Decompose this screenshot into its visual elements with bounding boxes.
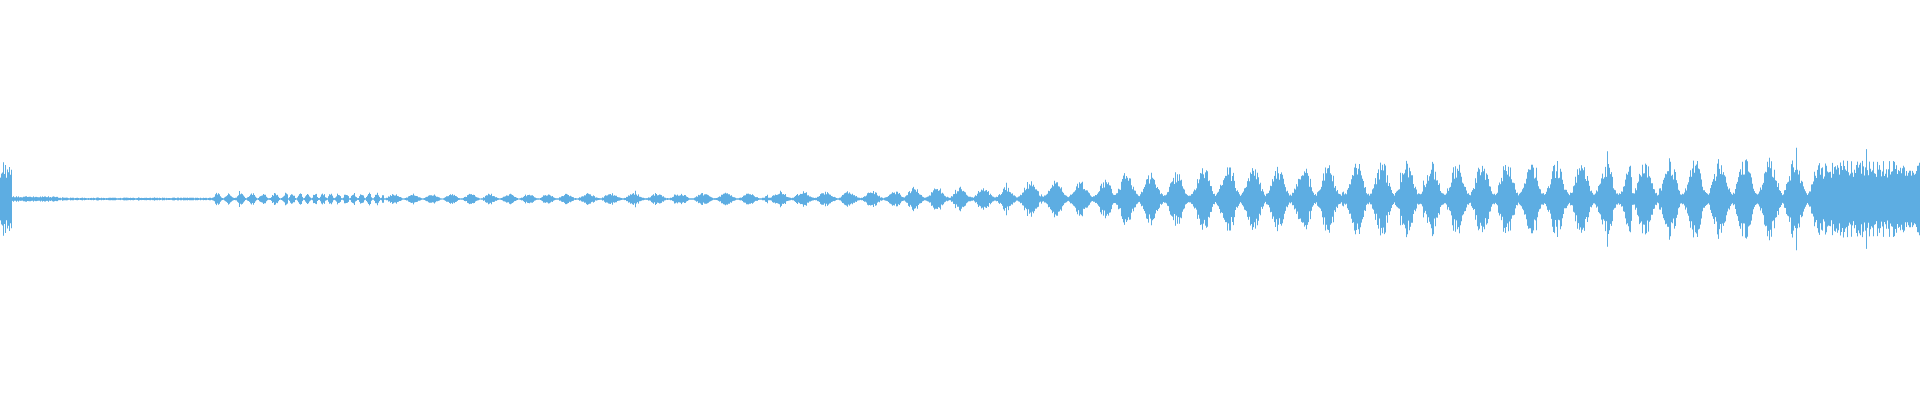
waveform-bars bbox=[0, 147, 1920, 251]
waveform-amplitude-path bbox=[0, 147, 1920, 251]
